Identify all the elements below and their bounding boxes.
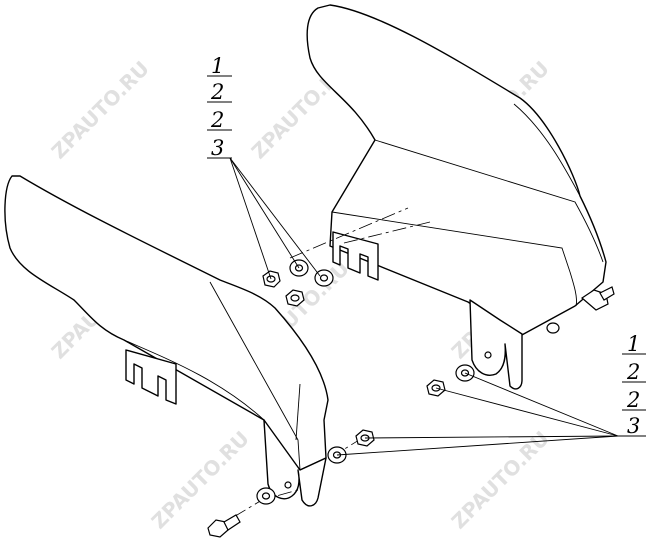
- nut-icon: [355, 429, 375, 447]
- callout-left-2: 2: [210, 80, 224, 104]
- callout-right-4: 3: [627, 414, 640, 438]
- washer-icon: [314, 269, 334, 287]
- right-guard-lip: [569, 271, 577, 307]
- right-guard-fold: [331, 211, 571, 273]
- nut-icon: [285, 289, 305, 307]
- hardware-group-lower: [207, 429, 375, 538]
- washer-icon: [546, 322, 560, 334]
- left-guard-edge: [209, 281, 301, 471]
- right-guard-bracket: [469, 299, 523, 390]
- right-guard: [306, 4, 615, 390]
- callout-right-3: 2: [626, 388, 640, 412]
- callout-right: 1 2 2 3: [618, 332, 646, 438]
- axis-line: [343, 221, 431, 244]
- watermark: ZPAUTO.RU: [447, 426, 554, 533]
- hardware-group-right: [426, 364, 475, 397]
- left-guard-bracket: [263, 419, 327, 507]
- leader-lines-right: [336, 372, 619, 456]
- callout-left-1: 1: [211, 54, 224, 78]
- right-guard-edge: [374, 139, 604, 263]
- right-guard-shell: [306, 4, 607, 337]
- bolt-icon: [581, 286, 615, 311]
- leader-lines-left: [229, 157, 321, 280]
- right-guard-tab: [332, 231, 379, 281]
- callout-left: 1 2 2 3: [207, 54, 232, 160]
- left-guard-tab: [125, 349, 177, 405]
- left-guard-fold: [295, 383, 301, 441]
- axis-line: [289, 207, 409, 259]
- bracket-hole: [284, 481, 292, 489]
- callout-left-3: 2: [210, 108, 224, 132]
- callout-right-1: 1: [627, 332, 640, 356]
- bolt-icon: [207, 514, 241, 538]
- callout-left-4: 3: [211, 136, 224, 160]
- washer-icon: [256, 487, 276, 505]
- watermark: ZPAUTO.RU: [47, 56, 154, 163]
- nut-icon: [262, 270, 281, 288]
- left-guard: [4, 175, 329, 507]
- callout-right-2: 2: [626, 360, 640, 384]
- right-guard-curve: [513, 103, 581, 197]
- bracket-hole: [484, 351, 492, 359]
- left-guard-shell: [4, 175, 329, 471]
- left-guard-curve: [123, 339, 265, 421]
